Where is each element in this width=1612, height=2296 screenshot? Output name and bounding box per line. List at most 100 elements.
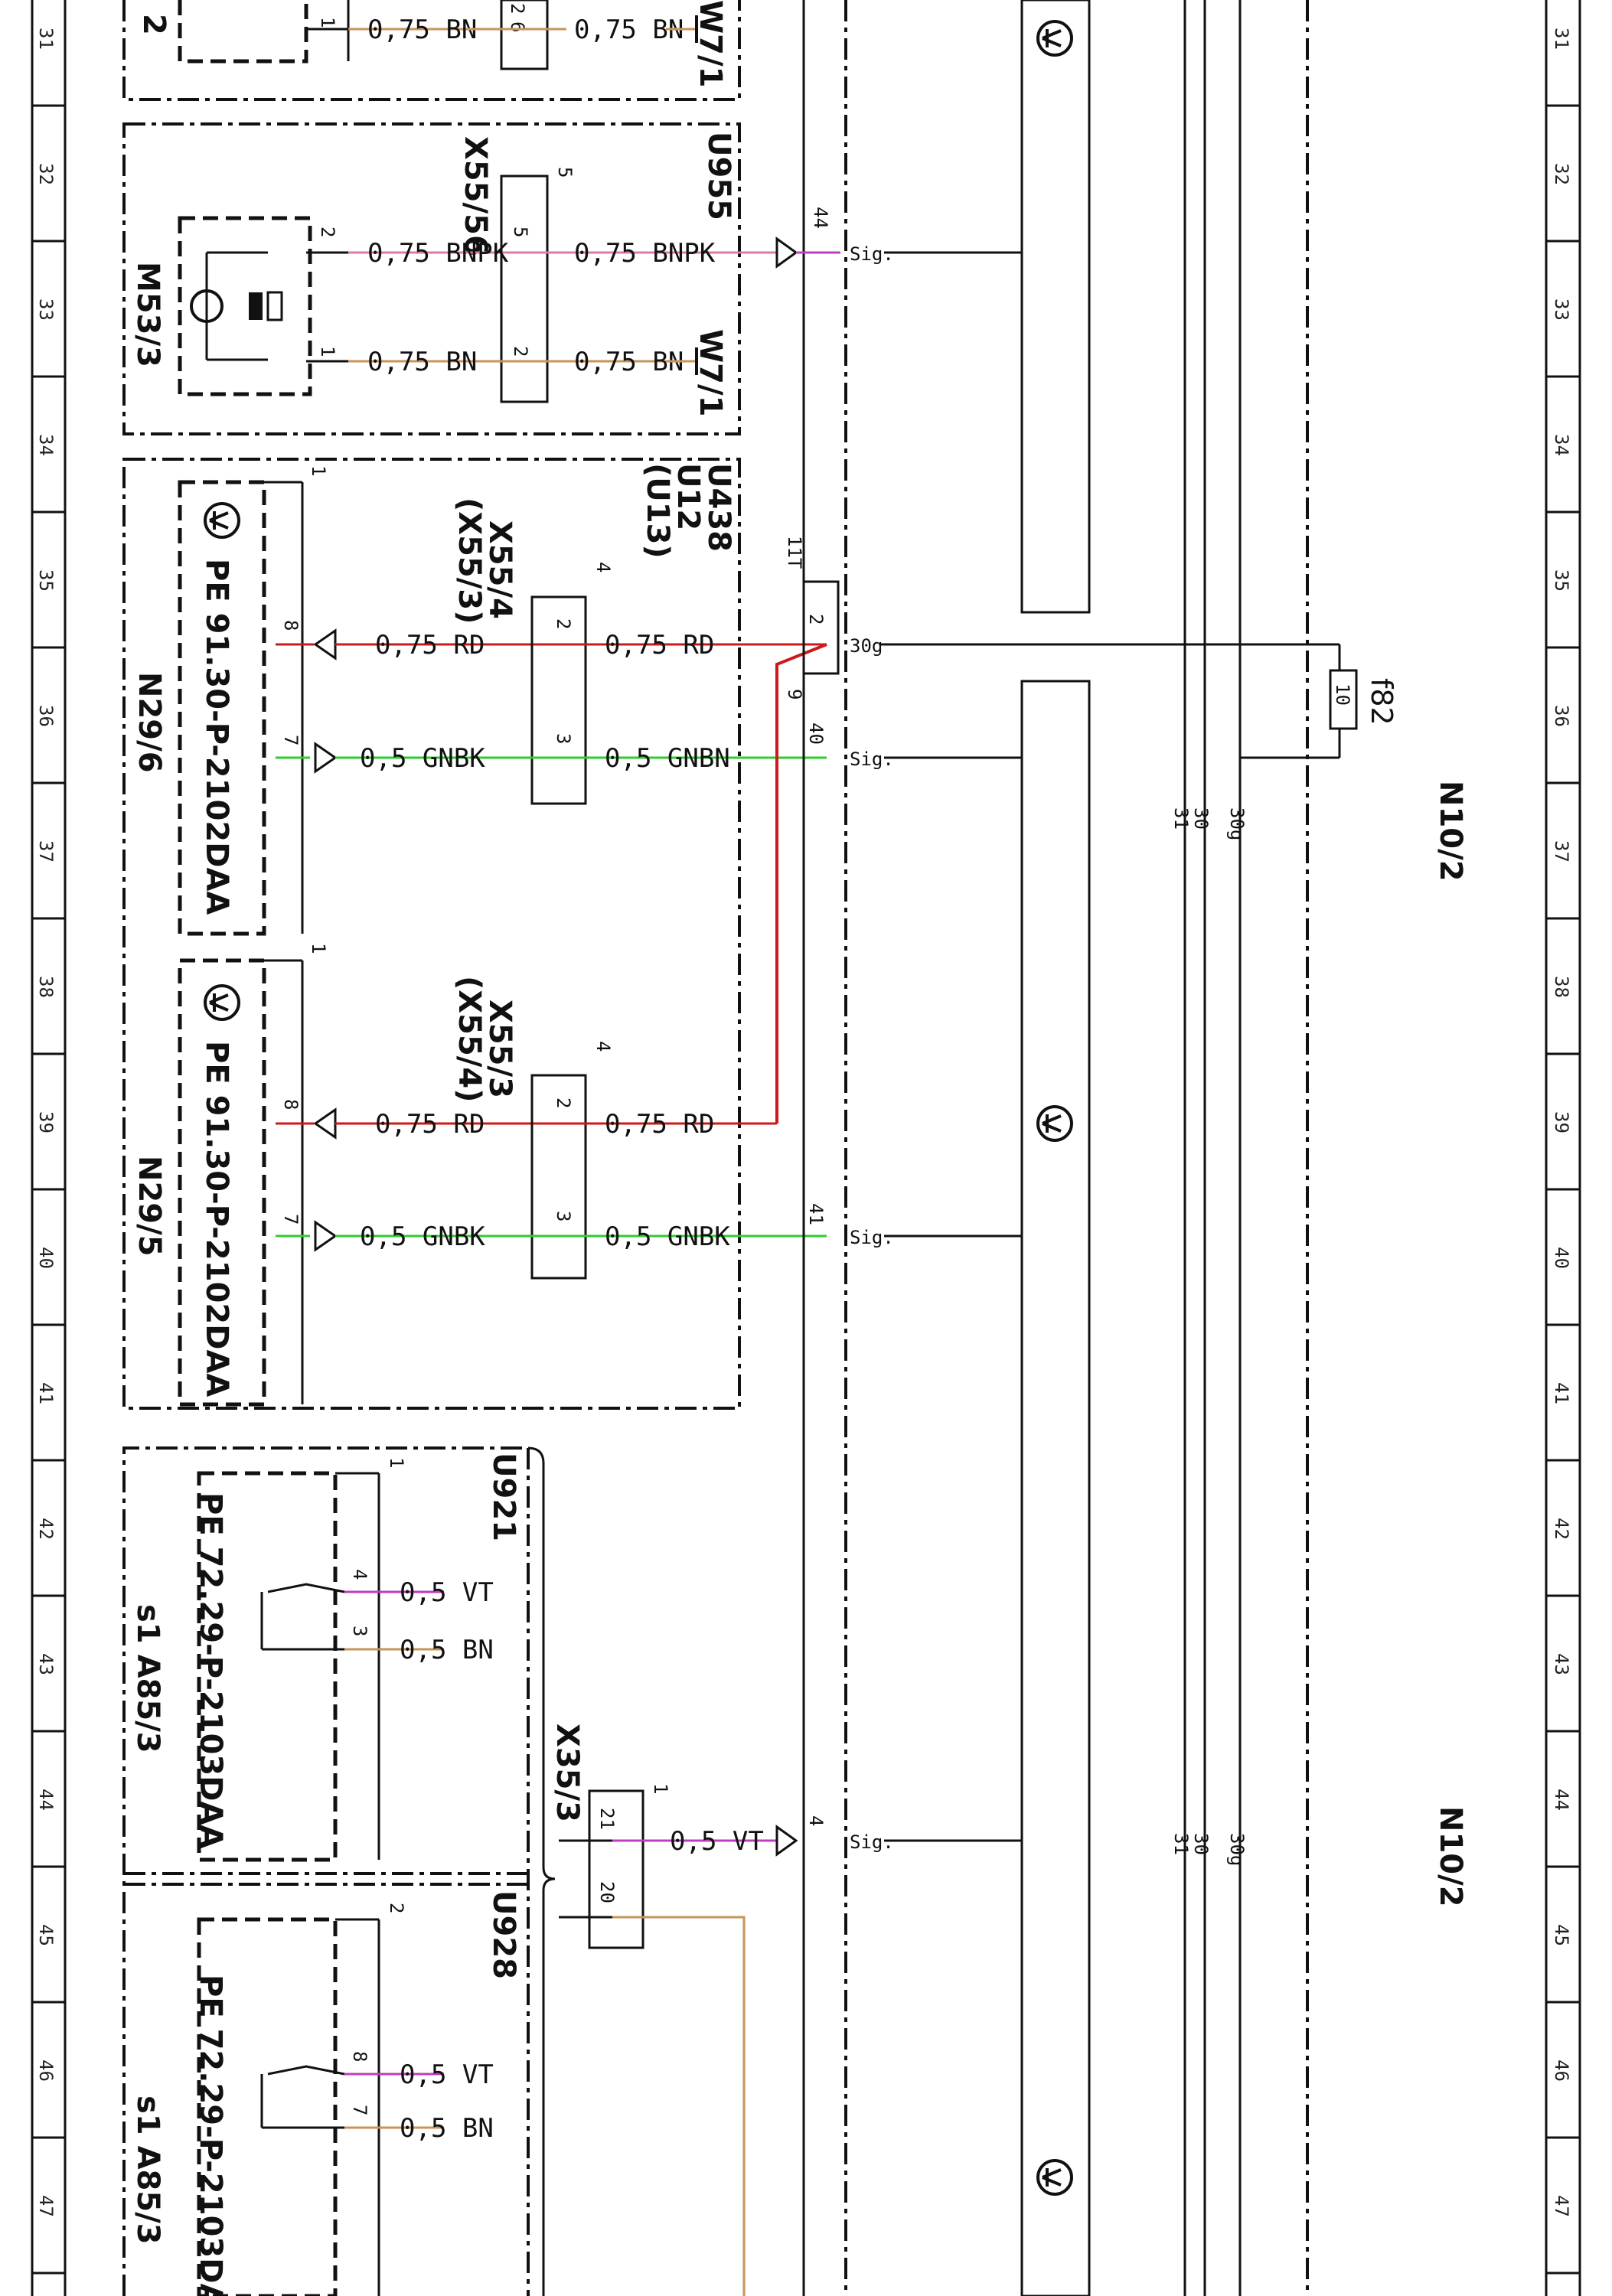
ruler-number: 47 (1551, 2195, 1572, 2217)
pin-label: 7 (349, 2105, 370, 2115)
pin-label: 7 (280, 735, 302, 745)
ruler-number: 38 (1551, 976, 1572, 998)
pin-label: 9 (784, 689, 805, 700)
top-module: 2 1 0,75 BN 2 6 0,75 BN W7/1 (122, 0, 1073, 101)
bus-label: 30g (1226, 1833, 1248, 1866)
w71-label: W7/1 (693, 0, 728, 87)
pin-label: 3 (553, 1211, 574, 1221)
ruler-number: 32 (1551, 163, 1572, 185)
pin-label: 1 (308, 465, 329, 476)
ruler-number: 46 (1551, 2060, 1572, 2082)
top-left-label: 2 (136, 14, 171, 35)
x5556-label: X55/56 (458, 136, 493, 256)
pin-label: 40 (805, 722, 827, 745)
ruler-number: 34 (1551, 434, 1572, 456)
u921-label: U921 (486, 1453, 521, 1541)
pin-label: 8 (280, 1099, 302, 1110)
pin-label: 8 (280, 620, 302, 631)
wire-label: 0,75 BN (367, 15, 477, 45)
pe-label: PE 72.29-P-2103DAA (193, 1492, 228, 1848)
pin-label: 5 (554, 167, 576, 178)
control-unit-n10-2: 44 Sig. 11T 2 30g 9 40 Sig. 41 Sig. 4 Si… (784, 0, 1468, 2296)
fuse-value: 10 (1332, 683, 1353, 706)
wire-label: 0,75 BNPK (367, 238, 509, 269)
m533-label: M53/3 (130, 262, 165, 367)
w71-label: W7/1 (693, 329, 728, 416)
switch-modules: U921 U928 PE 72.29-P-2103DAA s1 A85/3 1 … (122, 1446, 798, 2296)
ruler-number: 47 (35, 2195, 57, 2217)
left-ruler (31, 0, 67, 2296)
u13-label: (U13) (640, 463, 675, 559)
wire-label: 0,5 VT (400, 1577, 494, 1608)
s1-a853-label: s1 A85/3 (130, 2095, 165, 2245)
pin-label: 2 (805, 614, 827, 625)
wire-label: 0,75 RD (605, 1109, 714, 1140)
pin-label: 21 (596, 1808, 618, 1830)
pin-label: 1 (308, 943, 329, 954)
n295-label: N29/5 (132, 1156, 167, 1257)
ruler-number: 43 (1551, 1653, 1572, 1675)
x553-label: X55/3 (482, 1000, 517, 1098)
pin-label: 44 (810, 207, 831, 229)
ruler-number: 45 (1551, 1924, 1572, 1946)
ruler-number: 40 (1551, 1247, 1572, 1269)
pin-label: 7 (280, 1214, 302, 1225)
pin-label: 3 (349, 1626, 370, 1636)
ruler-number: 35 (35, 569, 57, 592)
bus-label: 31 (1170, 807, 1192, 830)
wire-label: 0,75 BNPK (574, 238, 716, 269)
u928-label: U928 (486, 1890, 521, 1979)
pin-label: 4 (805, 1815, 827, 1826)
pe-label: PE 91.30-P-2102DAA (199, 1041, 234, 1397)
ruler-number: 35 (1551, 569, 1572, 592)
n102-label: N10/2 (1433, 781, 1468, 882)
ruler-number: 46 (35, 2060, 57, 2082)
pin-label: 2 (553, 618, 574, 629)
u438-label: U438 (701, 463, 736, 552)
ruler-number: 43 (35, 1653, 57, 1675)
pin-label: 2 (507, 3, 528, 14)
sig-label: Sig. (850, 748, 894, 770)
wire-label: 0,5 GNBK (605, 1221, 730, 1252)
pin-label: 4 (592, 562, 614, 572)
pin-label: 2 (553, 1097, 574, 1108)
ruler-number: 34 (35, 434, 57, 456)
s1-a853-label: s1 A85/3 (130, 1604, 165, 1753)
wire-label: 0,75 BN (367, 347, 477, 377)
wire-label: 0,75 RD (375, 1109, 485, 1140)
ruler-number: 42 (35, 1518, 57, 1540)
n29-module: U438 U12 (U13) PE 91.30-P-2102DAA N29/6 … (122, 458, 827, 1410)
ruler-number: 33 (1551, 298, 1572, 321)
ruler-number: 39 (35, 1111, 57, 1133)
wire-label: 0,75 RD (375, 630, 485, 660)
n296-label: N29/6 (132, 672, 167, 773)
ruler-number: 33 (35, 298, 57, 321)
ruler-number: 41 (1551, 1382, 1572, 1404)
wire-label: 0,5 GNBN (605, 743, 730, 774)
pe-label: PE 72.29-P-2103DAA (193, 1975, 228, 2296)
ruler-number: 39 (1551, 1111, 1572, 1133)
ruler-number: 37 (35, 840, 57, 863)
ruler-number: 38 (35, 976, 57, 998)
wire-label: 0,5 GNBK (360, 743, 485, 774)
u955-label: U955 (701, 132, 736, 220)
ruler-number: 41 (35, 1382, 57, 1404)
sig-label: 30g (850, 635, 883, 657)
pin-label: 2 (317, 227, 338, 237)
n102-label: N10/2 (1433, 1806, 1468, 1907)
ruler-number: 31 (35, 28, 57, 50)
pin-label: 2 (510, 346, 531, 357)
ruler-number: 44 (35, 1789, 57, 1811)
sig-label: Sig. (850, 1227, 894, 1248)
pin-label: 20 (596, 1881, 618, 1903)
right-ruler (1545, 0, 1581, 2296)
ruler-number: 37 (1551, 840, 1572, 863)
pin-label: 4 (592, 1041, 614, 1052)
wire-label: 0,75 BN (574, 347, 684, 377)
bus-label: 31 (1170, 1833, 1192, 1855)
bus-label: 30g (1226, 807, 1248, 840)
bus-label: 30 (1190, 1833, 1212, 1855)
ruler-number: 36 (1551, 705, 1572, 727)
pin-label: 1 (650, 1783, 671, 1794)
